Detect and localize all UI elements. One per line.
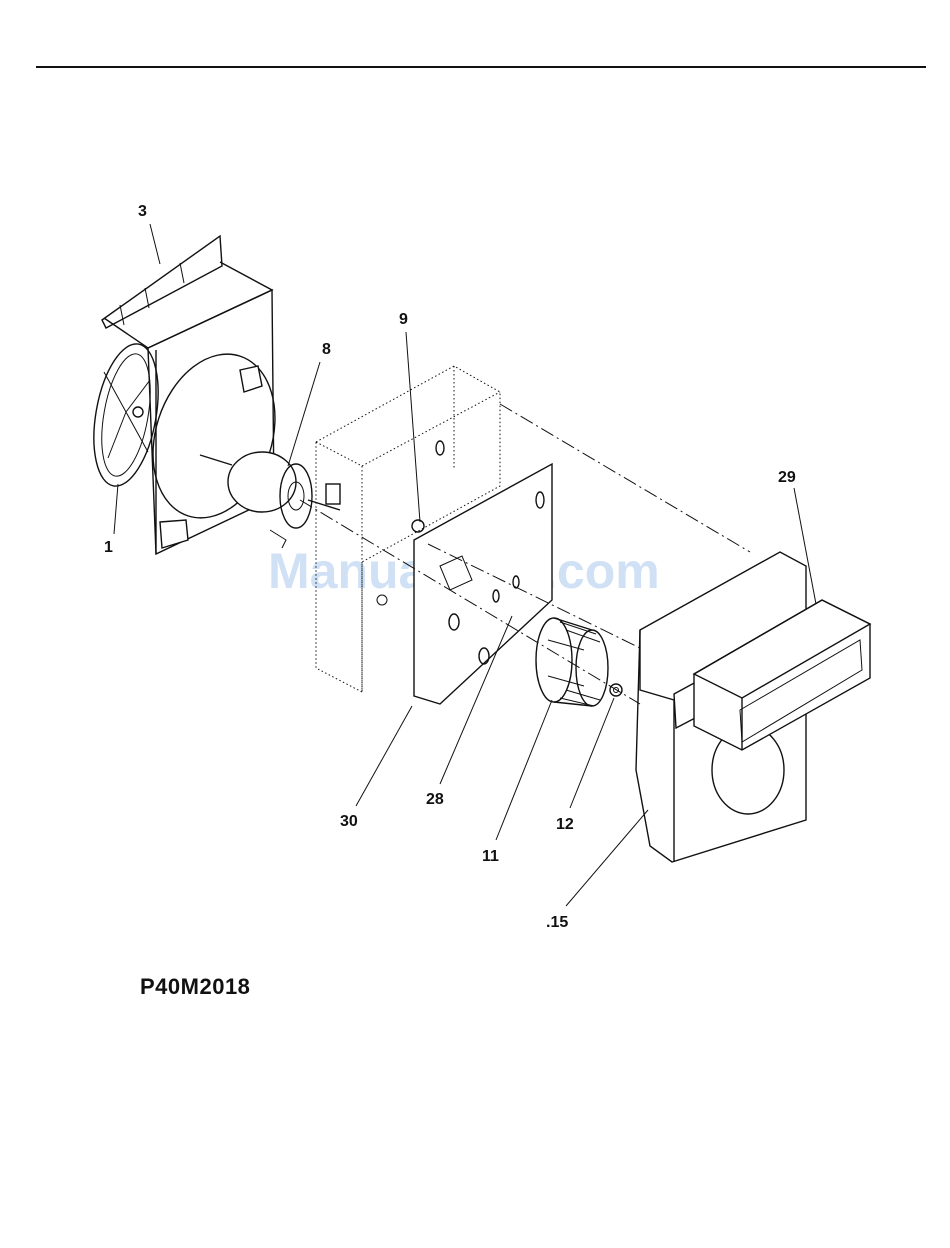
partition-panel-part (414, 464, 552, 704)
callout-9: 9 (399, 311, 408, 328)
callout-15: .15 (546, 914, 568, 931)
callout-8: 8 (322, 341, 331, 358)
model-number: P40M2018 (140, 974, 250, 1000)
callout-3: 3 (138, 203, 147, 220)
callout-12: 12 (556, 816, 574, 833)
callout-28: 28 (426, 791, 444, 808)
callout-11: 11 (482, 848, 499, 865)
callout-30: 30 (340, 813, 358, 830)
callout-29: 29 (778, 469, 796, 486)
blower-wheel-part (536, 618, 608, 706)
callout-1: 1 (104, 539, 113, 556)
